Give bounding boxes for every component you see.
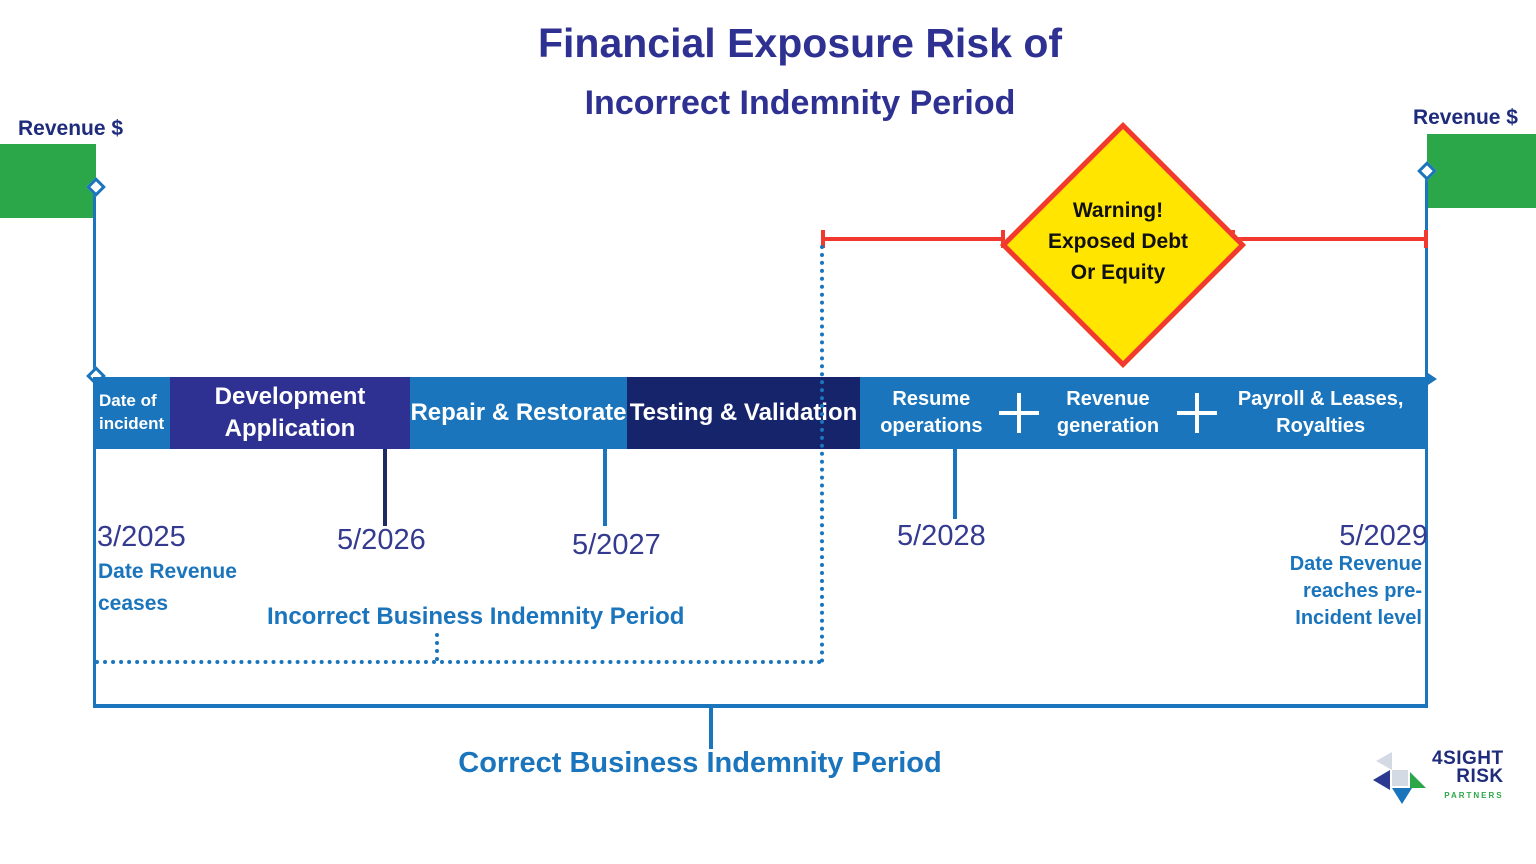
logo-name-line1: 4SIGHT	[1432, 748, 1504, 769]
milestone-date-5-2029: 5/2029	[1339, 520, 1428, 552]
segment-recovery-group: Resume operations Revenue generation Pay…	[860, 377, 1428, 449]
exposure-line-right	[1233, 237, 1426, 241]
dotted-stub-line	[435, 633, 439, 661]
segment-testing-validation: Testing & Validation	[627, 377, 860, 449]
segment-revenue-generation: Revenue generation	[1056, 388, 1160, 437]
dotted-horizontal-line	[95, 660, 822, 664]
tick-5-2028	[953, 449, 957, 519]
plus-icon	[1177, 393, 1218, 433]
exposure-line-cap	[1424, 230, 1428, 248]
milestone-date-5-2027: 5/2027	[572, 529, 661, 561]
segment-date-of-incident: Date of incident	[93, 377, 170, 449]
logo-mark-icon	[1373, 752, 1426, 804]
warning-line2: Exposed Debt	[1047, 229, 1189, 253]
logo-name-line2: RISK	[1456, 766, 1504, 787]
note-line: reaches pre-	[1303, 580, 1422, 602]
timeline-bar: Date of incident Development Application…	[93, 377, 1428, 449]
note-line: Incident level	[1295, 607, 1422, 629]
note-line: Date Revenue	[98, 560, 237, 583]
page-title-line2: Incorrect Indemnity Period	[584, 84, 1016, 122]
exposure-line-cap	[1001, 230, 1005, 248]
segment-payroll-leases-royalties: Payroll & Leases, Royalties	[1237, 388, 1404, 437]
note-revenue-ceases: Date Revenue ceases	[98, 556, 237, 619]
revenue-label-left: Revenue $	[18, 117, 124, 140]
exposure-line-cap	[821, 230, 825, 248]
incorrect-period-label: Incorrect Business Indemnity Period	[267, 603, 685, 630]
page-title-line1: Financial Exposure Risk of	[537, 20, 1063, 66]
correct-period-bracket	[93, 704, 1428, 708]
correct-period-label: Correct Business Indemnity Period	[458, 747, 942, 779]
warning-diamond-text: Warning! Exposed Debt Or Equity	[1018, 196, 1218, 289]
dotted-vertical-line	[820, 245, 824, 663]
logo-subtitle: PARTNERS	[1444, 791, 1504, 800]
warning-line1: Warning!	[1072, 199, 1164, 222]
note-line: ceases	[98, 591, 169, 615]
plus-icon	[998, 393, 1039, 433]
milestone-date-5-2028: 5/2028	[897, 520, 986, 552]
company-logo: 4SIGHT RISK PARTNERS	[1372, 748, 1504, 808]
note-revenue-reaches-pre-incident: Date Revenue reaches pre- Incident level	[1230, 551, 1422, 632]
revenue-label-right: Revenue $	[1412, 106, 1518, 129]
tick-5-2026	[383, 449, 387, 526]
revenue-block-left	[0, 144, 96, 218]
milestone-date-3-2025: 3/2025	[97, 521, 186, 553]
warning-line3: Or Equity	[1070, 260, 1166, 284]
segment-repair-restorate: Repair & Restorate	[410, 377, 627, 449]
tick-5-2027	[603, 449, 607, 526]
note-line: Date Revenue	[1289, 553, 1422, 575]
segment-resume-operations: Resume operations	[880, 388, 983, 437]
exposure-line-left	[823, 237, 1003, 241]
revenue-block-right	[1427, 134, 1536, 208]
arrow-right-icon	[1428, 373, 1437, 385]
segment-development-application: Development Application	[170, 377, 410, 449]
logo-text: 4SIGHT RISK PARTNERS	[1432, 748, 1504, 805]
milestone-date-5-2026: 5/2026	[337, 524, 426, 556]
correct-period-bracket-stem	[709, 704, 713, 749]
